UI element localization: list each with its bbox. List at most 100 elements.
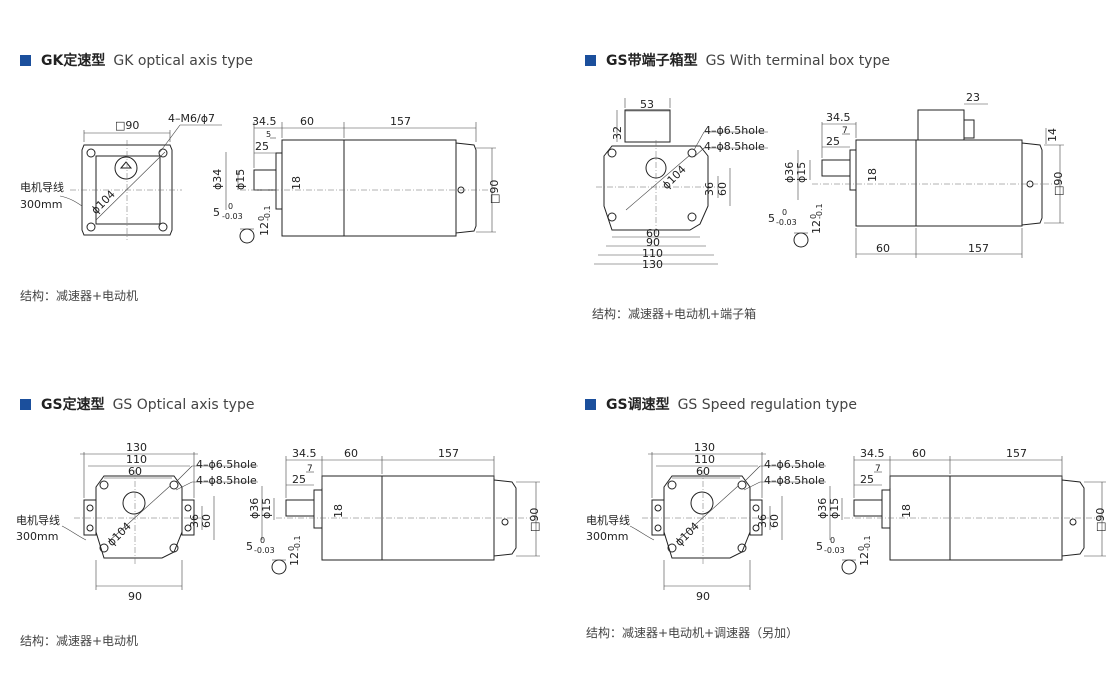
gs-speed-drawing: ϕ104 130 110 60 4–ϕ6.5hole 4–ϕ8.5hole 36… <box>586 441 1107 603</box>
title-zh: GS调速型 <box>606 397 670 413</box>
key-h: 12 <box>810 220 823 234</box>
dim-25: 25 <box>860 473 874 486</box>
gss-front-view: ϕ104 130 110 60 4–ϕ6.5hole 4–ϕ8.5hole 36… <box>586 441 826 603</box>
key-h: 12 <box>288 552 301 566</box>
gss-side-view: 34.5 60 157 25 7 ϕ36 ϕ15 18 □90 <box>816 447 1107 561</box>
key-height: 18 <box>290 176 303 190</box>
dim-25: 25 <box>255 140 269 153</box>
key-h-tol0: 0 <box>809 214 818 219</box>
key-h: 12 <box>258 222 271 236</box>
hole-b-label: 4–ϕ8.5hole <box>196 474 257 487</box>
dim-60: 60 <box>344 447 358 460</box>
structure-caption: 结构：减速器+电动机 <box>20 289 139 303</box>
key-width: 5 <box>213 206 220 219</box>
h110-label: 110 <box>642 247 663 260</box>
holes-label: 4–M6/ϕ7 <box>168 112 215 125</box>
h130-label: 130 <box>642 258 663 271</box>
title-en: GS Speed regulation type <box>677 397 857 413</box>
panel-title: GS调速型 GS Speed regulation type <box>585 394 857 414</box>
gsb-front-view: ϕ104 53 32 4–ϕ6.5hole 4–ϕ8.5hole 36 60 6… <box>594 98 768 271</box>
dim-60: 60 <box>300 115 314 128</box>
box-width: 53 <box>640 98 654 111</box>
dim-34-5: 34.5 <box>292 447 317 460</box>
lead-length-label: 300mm <box>16 530 58 543</box>
shaft-dia: ϕ15 <box>828 498 841 519</box>
flange-dia: ϕ34 <box>211 169 224 190</box>
bottom-157: 157 <box>968 242 989 255</box>
key-width-tol: -0.03 <box>222 212 243 221</box>
lead-label: 电机导线 <box>586 513 630 527</box>
key-width-tol: -0.03 <box>824 546 845 555</box>
bottom-60: 60 <box>876 242 890 255</box>
gsb-key-detail: 5 -0.03 0 12 0 -0.1 <box>768 203 824 248</box>
hole-a-label: 4–ϕ6.5hole <box>704 124 765 137</box>
dim-7: 7 <box>842 126 848 136</box>
dim-25: 25 <box>826 135 840 148</box>
h130-label: 130 <box>694 441 715 454</box>
key-height: 18 <box>900 504 913 518</box>
square-label: □90 <box>1052 172 1065 196</box>
dim-25: 25 <box>292 473 306 486</box>
title-zh: GS带端子箱型 <box>606 53 698 69</box>
h60-label: 60 <box>646 227 660 240</box>
key-h-tol: -0.1 <box>293 535 302 551</box>
hole-a-label: 4–ϕ6.5hole <box>196 458 257 471</box>
key-h-tol0: 0 <box>287 546 296 551</box>
lead-length-label: 300mm <box>20 198 62 211</box>
title-en: GS With terminal box type <box>705 53 890 69</box>
key-h-tol: -0.1 <box>263 205 272 221</box>
gso-key-detail: 5 -0.03 0 12 0 -0.1 <box>246 535 302 575</box>
gso-side-view: 34.5 60 157 25 7 ϕ36 ϕ15 18 □90 <box>248 447 541 561</box>
dim-7: 7 <box>875 464 881 474</box>
key-h-tol0: 0 <box>257 216 266 221</box>
key-width: 5 <box>768 212 775 225</box>
structure-caption: 结构：减速器+电动机+调速器（另加） <box>586 626 799 640</box>
v60-label: 60 <box>768 514 781 528</box>
shaft-dia: ϕ15 <box>234 169 247 190</box>
structure-caption: 结构：减速器+电动机 <box>20 634 139 648</box>
key-h-tol0: 0 <box>857 546 866 551</box>
bullet-square-icon <box>585 399 596 410</box>
dim-34-5: 34.5 <box>252 115 277 128</box>
dim-157: 157 <box>390 115 411 128</box>
bullet-square-icon <box>20 399 31 410</box>
shaft-dia: ϕ15 <box>260 498 273 519</box>
key-width-tol0: 0 <box>228 202 233 211</box>
gsb-side-view: 34.5 25 7 23 14 ϕ36 ϕ15 18 □90 60 157 <box>783 91 1065 258</box>
key-width-tol: -0.03 <box>776 218 797 227</box>
panel-title: GS带端子箱型 GS With terminal box type <box>585 50 890 70</box>
h60-label: 60 <box>128 465 142 478</box>
hole-b-label: 4–ϕ8.5hole <box>764 474 825 487</box>
v36-label: 36 <box>756 514 769 528</box>
gss-key-detail: 5 -0.03 0 12 0 -0.1 <box>816 535 872 575</box>
h130-label: 130 <box>126 441 147 454</box>
bullet-square-icon <box>585 55 596 66</box>
structure-caption: 结构：减速器+电动机+端子箱 <box>592 307 757 321</box>
dim-34-5: 34.5 <box>860 447 885 460</box>
b90-label: 90 <box>128 590 142 603</box>
key-width-tol0: 0 <box>260 536 265 545</box>
gk-key-detail: 5 -0.03 0 12 0 -0.1 <box>213 202 272 244</box>
h110-label: 110 <box>694 453 715 466</box>
lead-label: 电机导线 <box>20 180 64 194</box>
title-en: GS Optical axis type <box>112 397 255 413</box>
key-h-tol: -0.1 <box>815 203 824 219</box>
title-zh: GS定速型 <box>41 397 105 413</box>
key-h: 12 <box>858 552 871 566</box>
dim-157: 157 <box>438 447 459 460</box>
gs-terminal-drawing: ϕ104 53 32 4–ϕ6.5hole 4–ϕ8.5hole 36 60 6… <box>594 91 1065 271</box>
square-label: □90 <box>528 508 541 532</box>
v60-label: 60 <box>716 182 729 196</box>
hole-b-label: 4–ϕ8.5hole <box>704 140 765 153</box>
gk-drawing: □90 4–M6/ϕ7 ϕ104 电机导线 300mm 34.5 60 157 <box>20 112 501 244</box>
title-en: GK optical axis type <box>113 53 254 69</box>
v36-label: 36 <box>188 514 201 528</box>
key-width-tol0: 0 <box>782 208 787 217</box>
v36-label: 36 <box>703 182 716 196</box>
dim-60: 60 <box>912 447 926 460</box>
gs-optical-drawing: ϕ104 130 110 60 4–ϕ6.5hole 4–ϕ8.5hole 36… <box>16 441 541 603</box>
key-height: 18 <box>866 168 879 182</box>
dim-5: 5 <box>266 130 271 139</box>
pcd-label: ϕ104 <box>673 520 702 549</box>
